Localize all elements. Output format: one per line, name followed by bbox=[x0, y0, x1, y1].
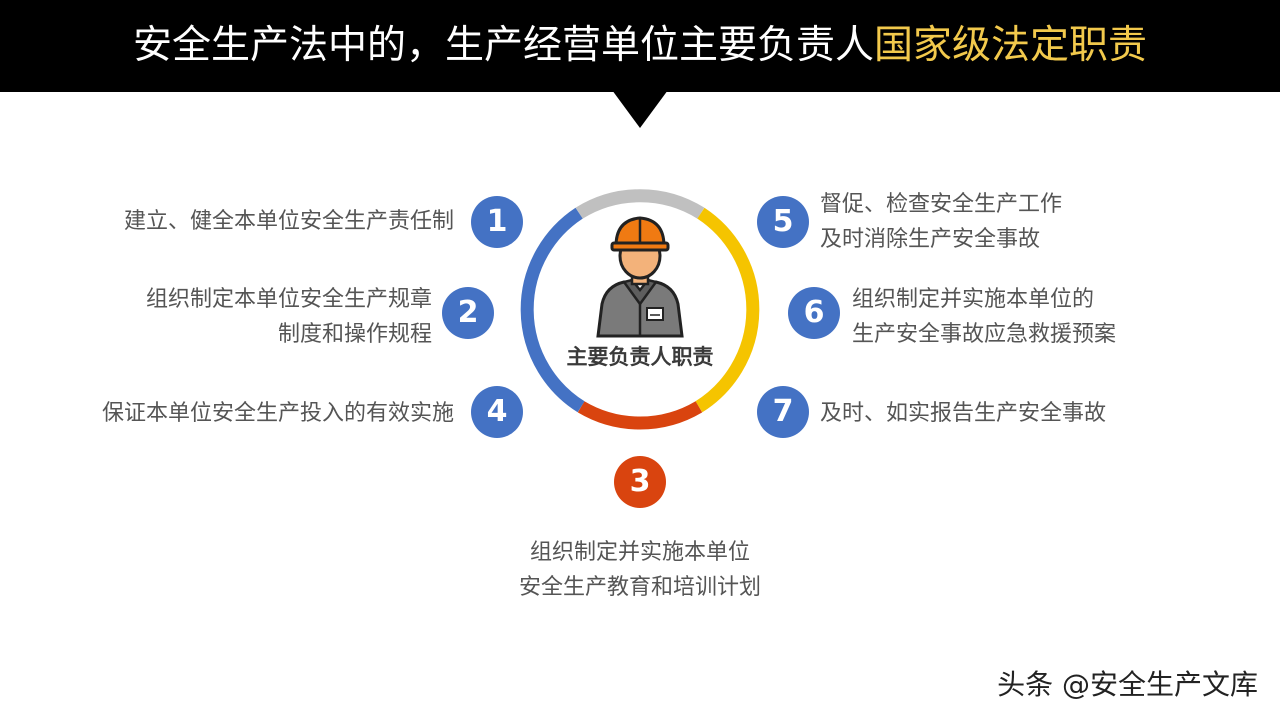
item-5-text: 督促、检查安全生产工作 及时消除生产安全事故 bbox=[820, 187, 1062, 257]
item-6-text: 组织制定并实施本单位的 生产安全事故应急救援预案 bbox=[852, 282, 1116, 352]
title-main: 安全生产法中的，生产经营单位主要负责人 bbox=[132, 23, 874, 68]
item-7-line-1: 及时、如实报告生产安全事故 bbox=[820, 401, 1107, 426]
item-5-line-1: 督促、检查安全生产工作 bbox=[820, 192, 1063, 217]
item-3-line-1: 组织制定并实施本单位 bbox=[529, 540, 750, 565]
item-3-line-2: 安全生产教育和培训计划 bbox=[518, 575, 761, 600]
watermark: 头条 @安全生产文库 bbox=[997, 668, 1258, 701]
item-6-line-1: 组织制定并实施本单位的 bbox=[852, 287, 1095, 312]
header-pointer bbox=[612, 90, 668, 128]
worker-with-hard-hat-icon bbox=[596, 216, 684, 338]
item-1-text: 建立、健全本单位安全生产责任制 bbox=[124, 204, 454, 239]
item-7-text: 及时、如实报告生产安全事故 bbox=[820, 396, 1106, 431]
title-highlight: 国家级法定职责 bbox=[874, 23, 1148, 68]
page-title: 安全生产法中的，生产经营单位主要负责人国家级法定职责 bbox=[0, 0, 1280, 92]
number-badge-5: 5 bbox=[757, 196, 809, 248]
item-4-text: 保证本单位安全生产投入的有效实施 bbox=[102, 396, 454, 431]
number-badge-3: 3 bbox=[614, 456, 666, 508]
item-6-line-2: 生产安全事故应急救援预案 bbox=[852, 322, 1117, 347]
number-badge-1: 1 bbox=[471, 196, 523, 248]
item-4-line-1: 保证本单位安全生产投入的有效实施 bbox=[101, 401, 454, 426]
number-badge-2: 2 bbox=[442, 287, 494, 339]
item-3-text: 组织制定并实施本单位 安全生产教育和培训计划 bbox=[490, 535, 790, 605]
ring-segment-yellow bbox=[695, 207, 760, 413]
item-2-line-1: 组织制定本单位安全生产规章 bbox=[145, 287, 432, 312]
item-2-text: 组织制定本单位安全生产规章 制度和操作规程 bbox=[146, 282, 432, 352]
number-badge-7: 7 bbox=[757, 386, 809, 438]
ring-segment-red bbox=[577, 401, 703, 430]
number-badge-4: 4 bbox=[471, 386, 523, 438]
header-bar bbox=[0, 0, 1280, 92]
item-1-line-1: 建立、健全本单位安全生产责任制 bbox=[123, 209, 454, 234]
center-label: 主要负责人职责 bbox=[566, 345, 714, 369]
item-5-line-2: 及时消除生产安全事故 bbox=[820, 227, 1041, 252]
number-badge-6: 6 bbox=[788, 287, 840, 339]
ring-segment-blue bbox=[520, 207, 585, 413]
item-2-line-2: 制度和操作规程 bbox=[277, 322, 432, 347]
ring-segment-gray bbox=[575, 189, 705, 219]
